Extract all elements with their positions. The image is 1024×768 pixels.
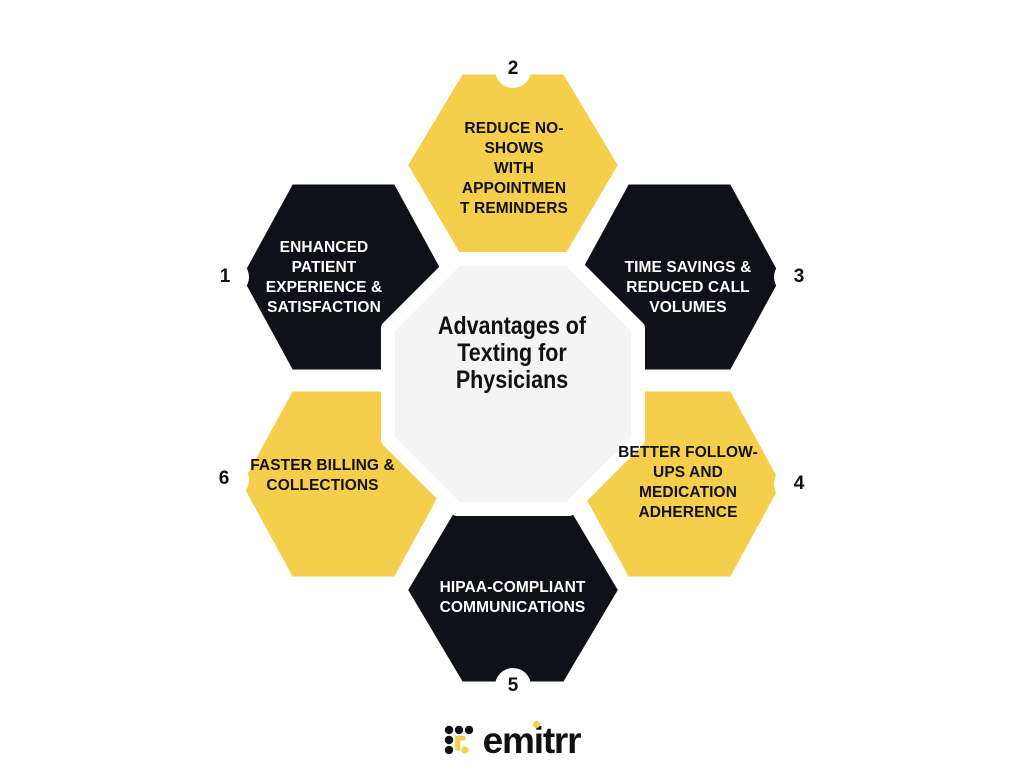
badge-number-2: 2: [507, 58, 519, 79]
badge-number-4: 4: [793, 473, 805, 494]
hexagon-5-label: HIPAA-COMPLIANT COMMUNICATIONS: [439, 579, 586, 616]
center-octagon: [381, 252, 645, 516]
hexagon-2-label: REDUCE NO- SHOWS WITH APPOINTMEN T REMIN…: [460, 120, 568, 217]
emitrr-wordmark: emitrr: [482, 719, 582, 761]
emitrr-dot-grid-icon: [444, 725, 473, 755]
badge-number-3: 3: [793, 266, 805, 287]
hexagon-6-label: FASTER BILLING & COLLECTIONS: [250, 457, 395, 494]
badge-number-1: 1: [219, 266, 231, 287]
hexagon-4-label: BETTER FOLLOW- UPS AND MEDICATION ADHERE…: [618, 444, 758, 521]
badge-number-5: 5: [507, 675, 519, 696]
hexagon-3-label: TIME SAVINGS & REDUCED CALL VOLUMES: [624, 259, 752, 316]
badge-number-6: 6: [218, 468, 230, 489]
emitrr-i-dot-icon: [533, 720, 541, 728]
center-title: Advantages of Texting for Physicians: [437, 312, 587, 394]
emitrr-logo: emitrr: [0, 715, 1024, 765]
hexagon-1-label: ENHANCED PATIENT EXPERIENCE & SATISFACTI…: [265, 239, 383, 316]
emitrr-wordmark-text: emitrr: [482, 719, 582, 761]
